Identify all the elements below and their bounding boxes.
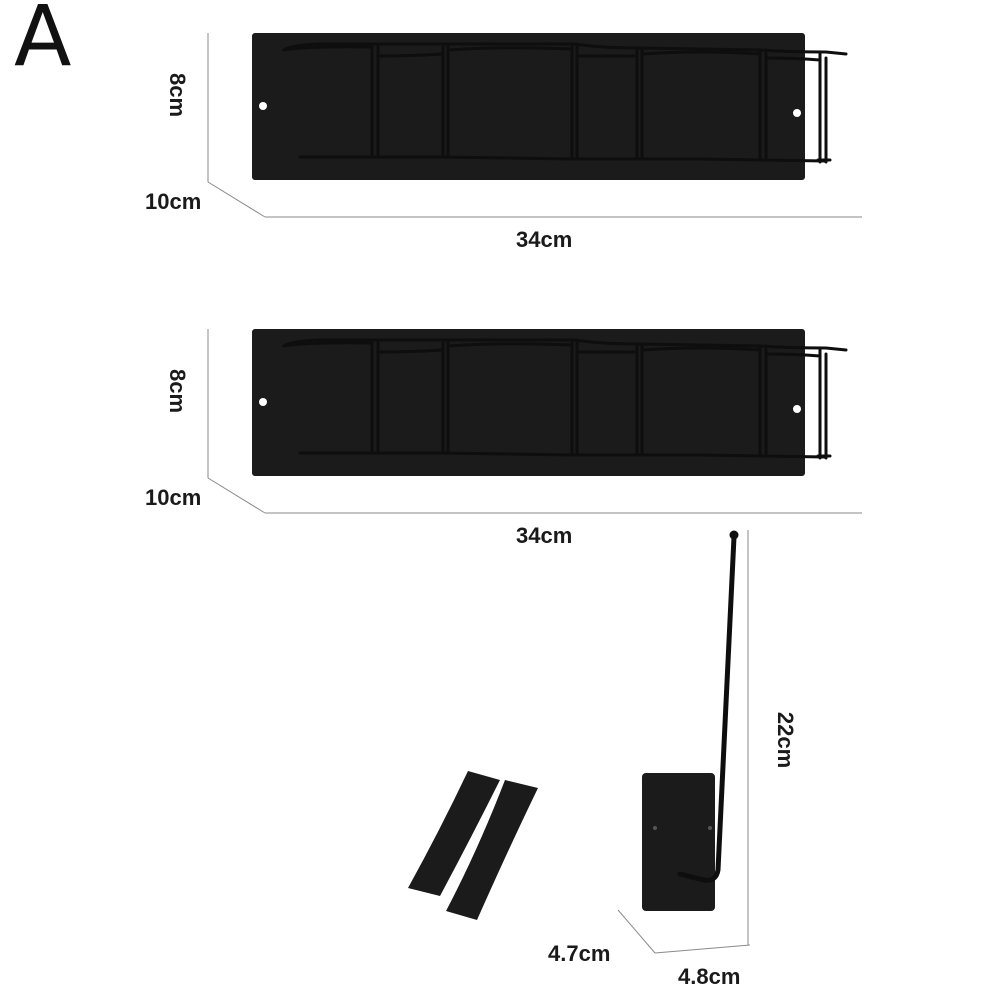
rack-top-depth-label: 10cm (145, 189, 202, 214)
adhesive-strips-icon (408, 771, 538, 920)
rack-middle-width-label: 34cm (516, 523, 573, 548)
rack-middle-drawing (206, 327, 864, 515)
variant-label: A (14, 0, 72, 85)
rack-top-drawing (206, 31, 864, 219)
rack-top-height-label: 8cm (165, 72, 191, 118)
hook-depth-label: 4.7cm (548, 941, 611, 966)
rack-top-width-label: 34cm (516, 227, 573, 252)
rack-middle-height-label: 8cm (165, 368, 191, 414)
hook-height-label: 22cm (773, 711, 799, 769)
hook-width-label: 4.8cm (678, 964, 741, 989)
hook-drawing (617, 530, 751, 954)
rack-middle-depth-label: 10cm (145, 485, 202, 510)
